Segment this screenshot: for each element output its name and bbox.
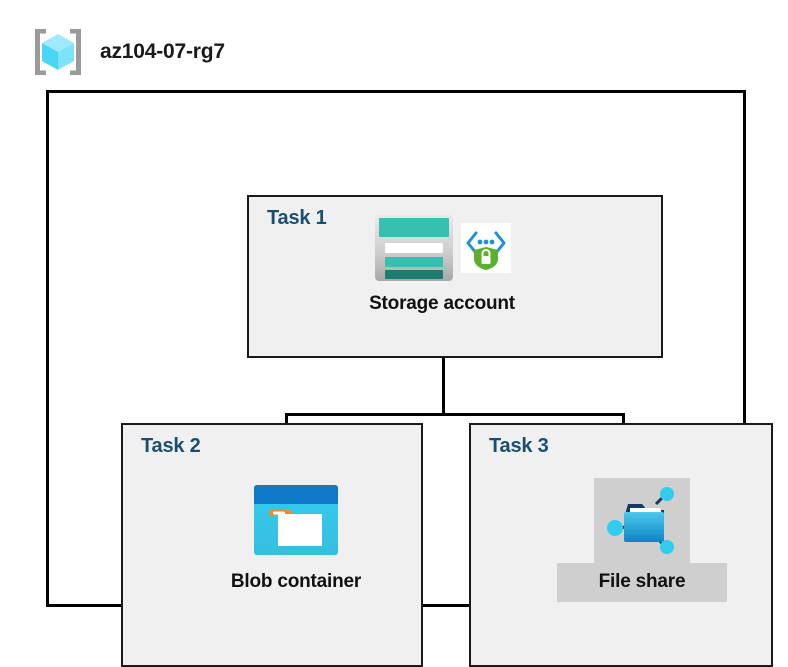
file-share-caption: File share: [556, 563, 728, 602]
blob-container-icon: [254, 485, 338, 555]
resource-group-header: az104-07-rg7: [30, 26, 225, 78]
resource-group-title: az104-07-rg7: [100, 40, 225, 63]
task-1-box[interactable]: Task 1: [247, 195, 663, 358]
node-storage-account[interactable]: Storage account: [347, 213, 537, 315]
file-share-icon-highlight: [594, 478, 690, 563]
resource-group-boundary: Task 1: [46, 90, 773, 667]
blob-container-caption: Blob container: [230, 571, 362, 592]
node-blob-container[interactable]: Blob container: [201, 483, 391, 593]
file-share-icon: [607, 487, 674, 554]
connector-horizontal-bus: [285, 413, 625, 416]
resource-group-cube-icon: [35, 29, 81, 75]
node-file-share[interactable]: File share: [536, 478, 748, 602]
storage-account-icon: [375, 215, 453, 281]
secure-code-shield-icon: [461, 223, 511, 273]
task-1-label: Task 1: [267, 207, 327, 229]
connector-storage-trunk: [442, 358, 445, 416]
task-3-label: Task 3: [489, 435, 549, 457]
task-2-label: Task 2: [141, 435, 201, 457]
storage-account-caption: Storage account: [369, 293, 515, 314]
storage-account-icon-row: [373, 213, 511, 283]
